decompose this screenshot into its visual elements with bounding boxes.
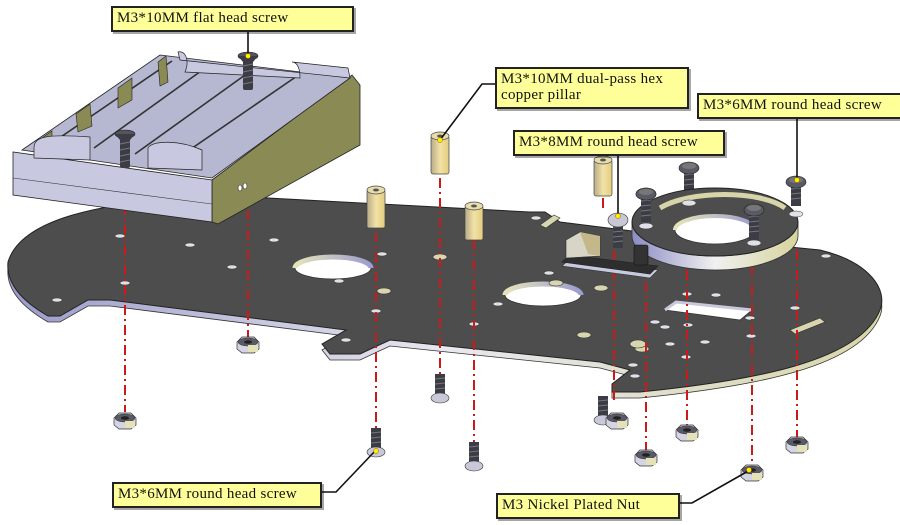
battery-holder-front <box>12 151 213 223</box>
hex-pillar <box>464 201 484 241</box>
small-slots <box>376 214 826 353</box>
callout-nickel-plated-nut: M3 Nickel Plated Nut <box>496 493 680 519</box>
round-head-screw <box>464 442 484 472</box>
nut <box>113 412 137 430</box>
round-head-screw-8mm <box>607 212 629 248</box>
motor-mount-ring <box>631 187 804 271</box>
callout-round-head-screw-6mm-bottom: M3*6MM round head screw <box>112 482 322 508</box>
leader-lines <box>247 30 798 504</box>
switch-module <box>561 231 659 279</box>
nut <box>785 436 809 454</box>
callout-round-head-screw-8mm: M3*8MM round head screw <box>513 130 725 156</box>
callout-flat-head-screw: M3*10MM flat head screw <box>111 6 354 32</box>
nut <box>605 412 629 430</box>
nut <box>236 336 260 354</box>
leader-dots <box>245 53 800 473</box>
nut <box>634 449 658 467</box>
callout-hex-copper-pillar: M3*10MM dual-pass hex copper pillar <box>495 67 689 109</box>
round-head-screw <box>430 374 450 404</box>
hex-pillars <box>366 131 613 241</box>
nut <box>675 424 699 442</box>
flat-head-screw-2 <box>114 129 136 168</box>
round-head-screw <box>678 161 700 194</box>
hex-pillar <box>366 185 386 229</box>
nuts <box>113 336 809 482</box>
battery-holder <box>12 51 361 225</box>
hex-pillar <box>593 155 613 197</box>
assembly-axis-lines <box>124 95 798 466</box>
underside-screws <box>366 374 613 472</box>
callout-round-head-screw-6mm-top: M3*6MM round head screw <box>697 93 900 119</box>
ring-screws-overlay <box>635 187 765 240</box>
